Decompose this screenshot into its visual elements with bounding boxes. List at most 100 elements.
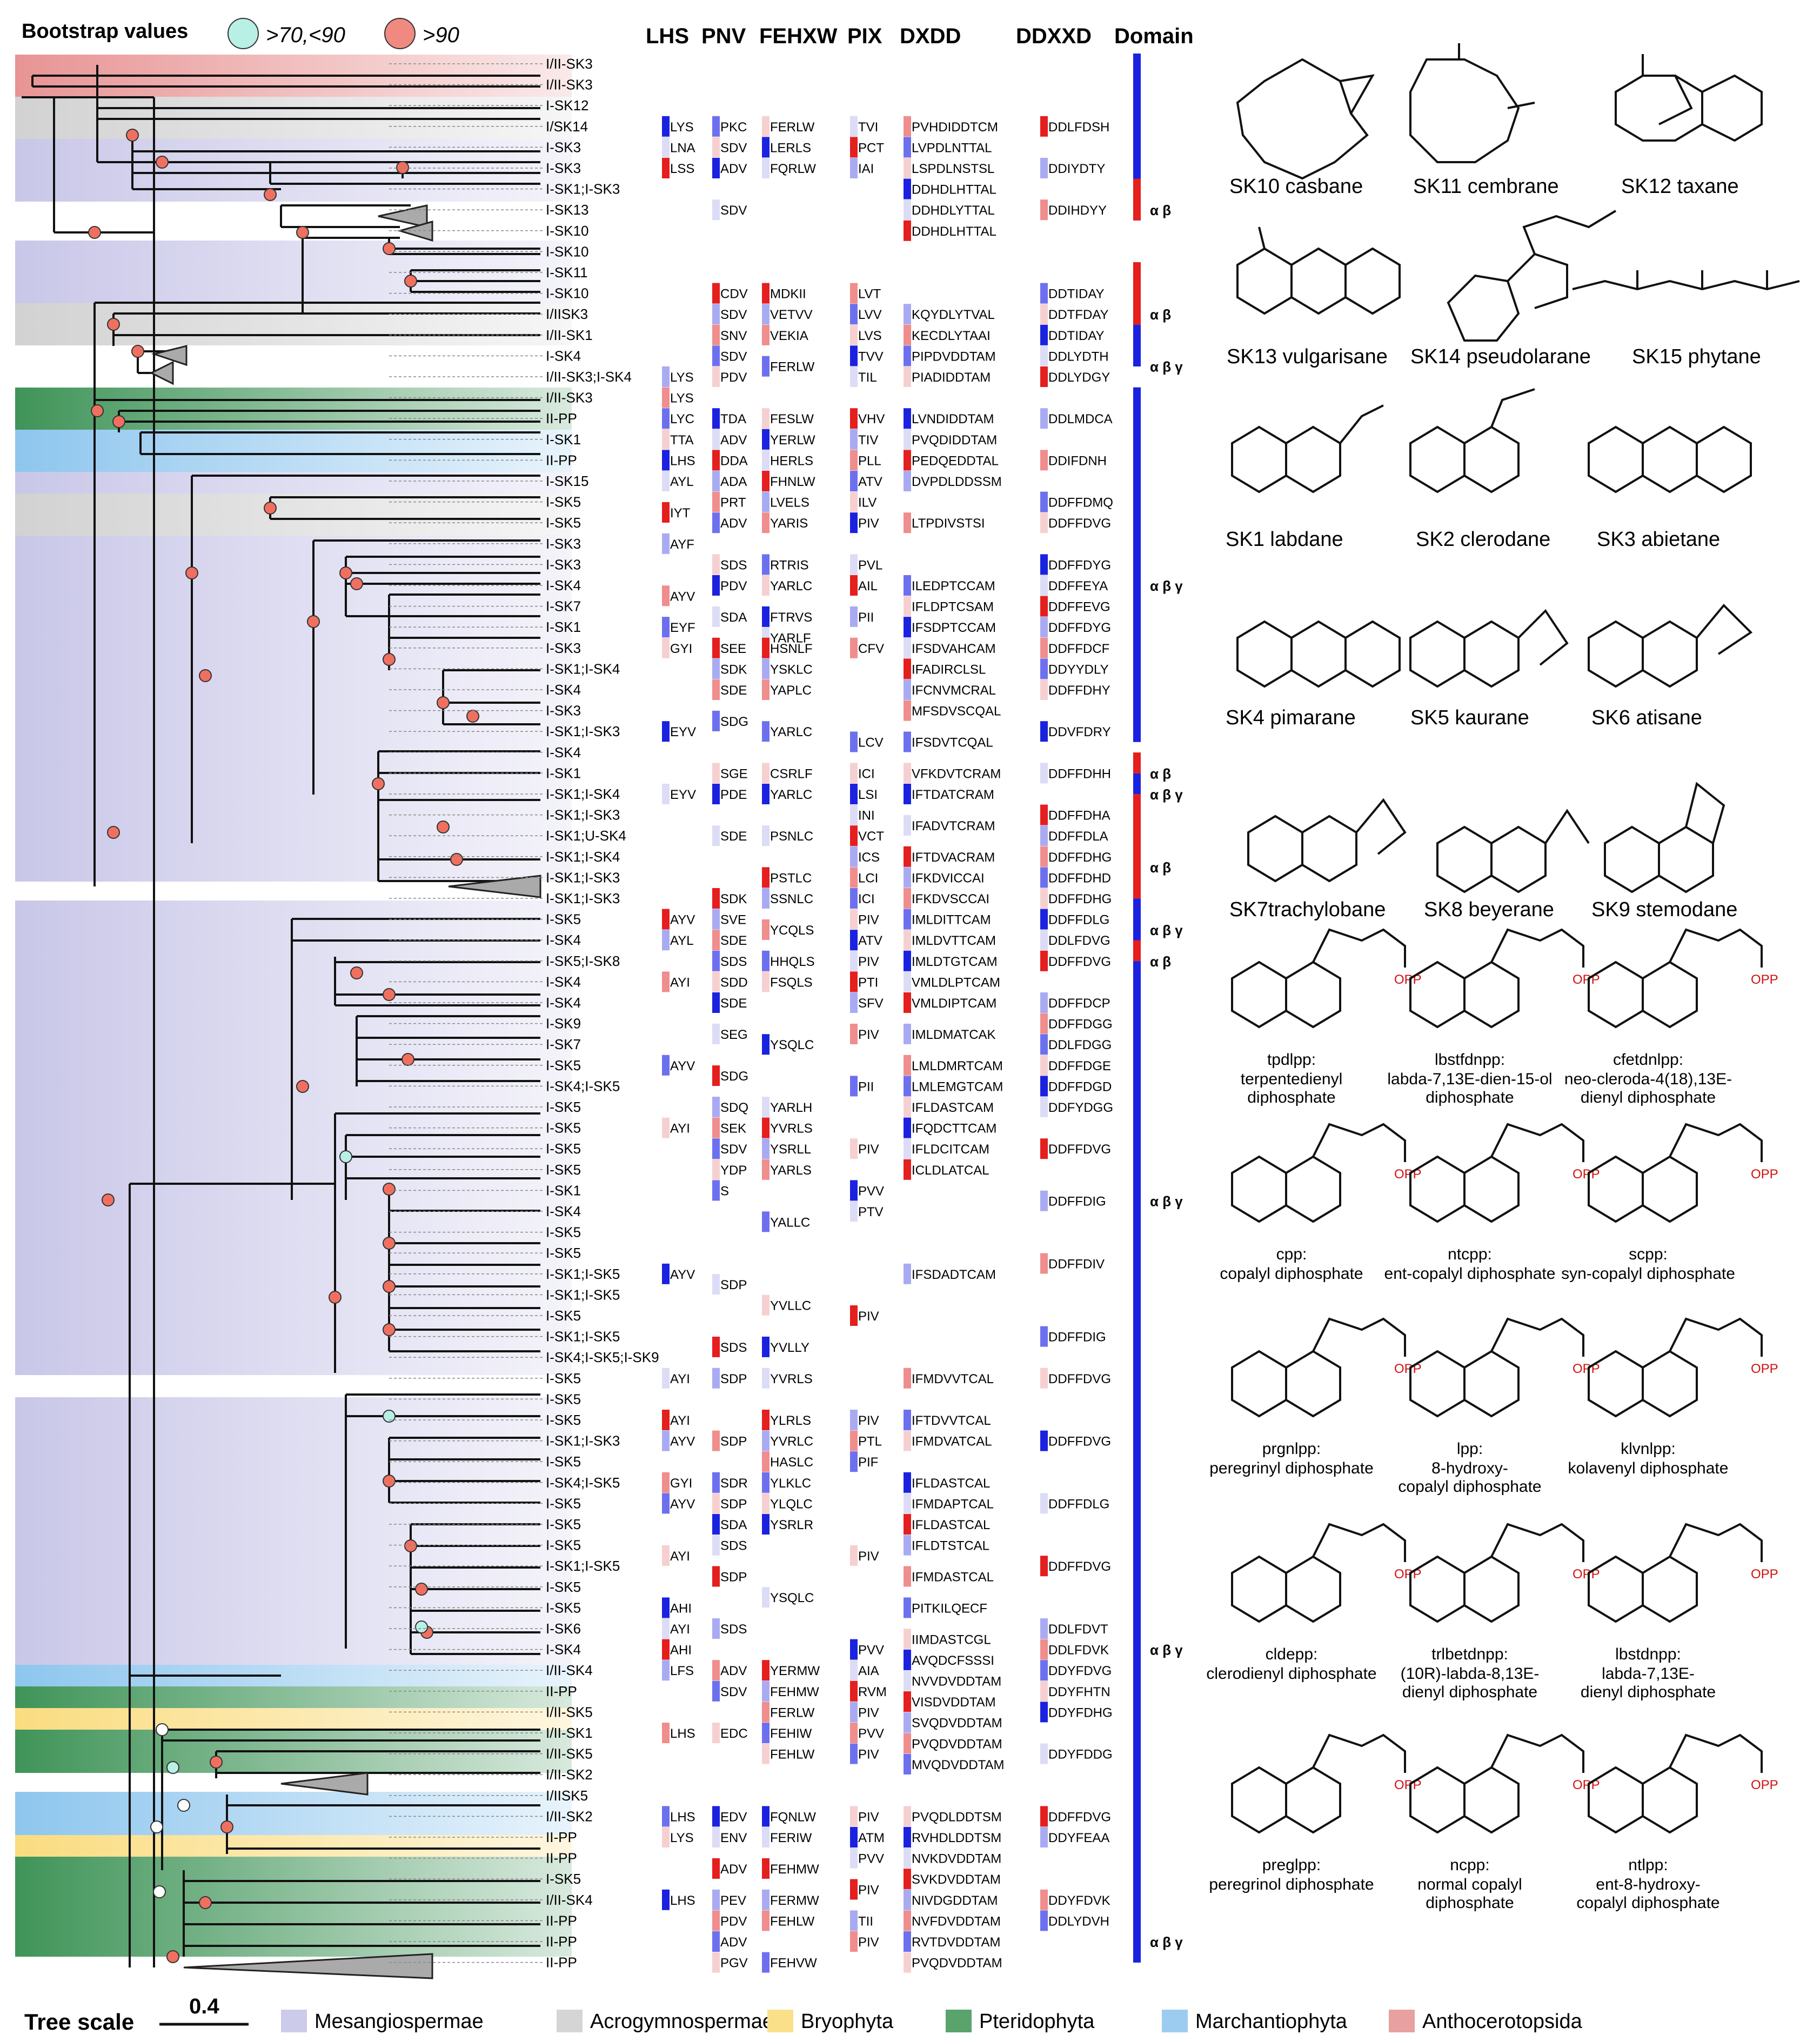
compound-name: peregrinyl diphosphate — [1209, 1459, 1374, 1477]
motif-label-ddxxd: DDLMDCA — [1048, 412, 1113, 426]
legend-label: Bryophyta — [801, 2010, 894, 2033]
motif-label-fehxw: HASLC — [770, 1455, 813, 1470]
leaf-label: I-SK5 — [546, 1871, 581, 1887]
motif-bar-pnv — [712, 1180, 720, 1201]
motif-bar-pix — [850, 763, 858, 784]
band-mesangiospermae — [15, 1397, 572, 1665]
motif-bar-ddxxd — [1040, 512, 1048, 533]
motif-label-dxdd: IFSDADTCAM — [912, 1268, 996, 1282]
bootstrap-node-high — [396, 161, 409, 174]
motif-bar-ddxxd — [1040, 1493, 1048, 1514]
motif-bar-pix — [850, 1305, 858, 1326]
motif-color-bars — [662, 116, 1048, 1973]
caption-sk14: SK14 pseudolarane — [1410, 345, 1591, 368]
motif-bar-dxdd — [904, 1806, 911, 1827]
motif-bar-ddxxd — [1040, 1013, 1048, 1034]
motif-bar-ddxxd — [1040, 1889, 1048, 1910]
motif-label-fehxw: YARIS — [770, 516, 808, 531]
motif-label-pix: TIV — [858, 433, 878, 448]
motif-label-pix: ATV — [858, 475, 882, 489]
opp-label: OPP — [1751, 1567, 1778, 1582]
compound-skeleton — [1409, 1523, 1584, 1623]
motif-label-ddxxd: DDLFDVT — [1048, 1622, 1108, 1637]
domain-label: α β — [1150, 953, 1171, 970]
motif-label-dxdd: ILEDPTCCAM — [912, 579, 995, 593]
motif-bar-lhs — [662, 533, 670, 554]
motif-bar-fehxw — [762, 512, 770, 533]
motif-label-fehxw: YCQLS — [770, 923, 814, 938]
compound-name: dienyl diphosphate — [1402, 1683, 1537, 1701]
compound-name: syn-copalyl diphosphate — [1561, 1265, 1735, 1283]
motif-label-lhs: GYI — [670, 1476, 692, 1491]
motif-label-fehxw: YVLLY — [770, 1340, 809, 1355]
motif-bar-pnv — [712, 1827, 720, 1847]
motif-label-ddxxd: DDFFDGD — [1048, 1079, 1112, 1094]
compound-name: kolavenyl diphosphate — [1568, 1459, 1729, 1477]
leaf-label: I-SK1;I-SK3 — [546, 890, 620, 906]
domain-label: α β — [1150, 859, 1171, 876]
motif-label-ddxxd: DDFFDCP — [1048, 996, 1110, 1011]
motif-label-ddxxd: DDLYDVH — [1048, 1914, 1109, 1929]
motif-labels: LYSLNALSSLYSLYSLYCTTALHSAYLIYTAYFAYVEYFG… — [670, 120, 1113, 1971]
domain-labels: α β γα βα βα β γα βα β γα βα β γα βα β γ… — [1133, 54, 1183, 1963]
motif-bar-dxdd — [904, 617, 911, 638]
motif-label-pnv: ENV — [720, 1831, 747, 1845]
caption-sk15: SK15 phytane — [1632, 345, 1761, 368]
motif-bar-ddxxd — [1040, 1556, 1048, 1577]
motif-label-lhs: LYS — [670, 1831, 694, 1845]
motif-label-pnv: SDS — [720, 1539, 747, 1553]
motif-label-pix: PIV — [858, 516, 879, 531]
motif-label-pix: PTV — [858, 1205, 884, 1219]
collapsed-clade-triangle — [151, 345, 188, 366]
motif-bar-dxdd — [904, 324, 911, 345]
col-header-lhs: LHS — [646, 24, 689, 48]
motif-bar-pnv — [712, 679, 720, 700]
motif-bar-pnv — [712, 1023, 720, 1044]
motif-bar-pix — [850, 731, 858, 752]
motif-label-ddxxd: DDFFDLG — [1048, 913, 1109, 928]
leaf-label: I/IISK5 — [546, 1787, 588, 1804]
domain-label: α β γ — [1150, 359, 1183, 375]
motif-label-ddxxd: DDLYDGY — [1048, 370, 1110, 385]
cembrane-structure — [1409, 43, 1535, 163]
motif-label-pnv: SDE — [720, 996, 747, 1011]
motif-bar-ddxxd — [1040, 554, 1048, 575]
compound-abbr: cldepp: — [1266, 1645, 1318, 1663]
motif-label-fehxw: FQNLW — [770, 1810, 816, 1824]
motif-label-pix: AIL — [858, 579, 878, 593]
motif-bar-fehxw — [762, 971, 770, 992]
motif-bar-dxdd — [904, 1514, 911, 1535]
motif-label-fehxw: YARLS — [770, 1163, 812, 1178]
compound-name: ent-8-hydroxy- — [1596, 1876, 1700, 1893]
motif-label-pnv: S — [720, 1184, 729, 1198]
bootstrap-node-high — [339, 566, 352, 579]
motif-bar-dxdd — [904, 700, 911, 721]
domain-label: α β γ — [1150, 1934, 1183, 1950]
bootstrap-node-high — [466, 710, 479, 723]
bootstrap-node-high — [107, 318, 120, 331]
motif-bar-dxdd — [904, 1827, 911, 1847]
compound-skeleton — [1231, 1317, 1406, 1418]
bootstrap-node-high — [102, 1193, 115, 1206]
motif-label-dxdd: IFKDVSCCAI — [912, 892, 989, 906]
motif-bar-pix — [850, 1410, 858, 1430]
motif-bar-pix — [850, 512, 858, 533]
motif-label-dxdd: VMLDIPTCAM — [912, 996, 996, 1011]
leaf-label: I-SK13 — [546, 202, 589, 218]
compound-skeleton — [1409, 928, 1584, 1029]
motif-bar-pnv — [712, 825, 720, 846]
motif-bar-fehxw — [762, 867, 770, 888]
compound-skeleton — [1588, 1523, 1763, 1623]
motif-bar-dxdd — [904, 1670, 911, 1691]
motif-label-fehxw: SSNLC — [770, 892, 813, 906]
motif-bar-dxdd — [904, 158, 911, 178]
motif-label-dxdd: IFTDVACRAM — [912, 850, 995, 865]
motif-label-lhs: AYI — [670, 1122, 690, 1136]
motif-label-pix: PLL — [858, 453, 881, 468]
domain-label: α β γ — [1150, 578, 1183, 594]
motif-bar-fehxw — [762, 1368, 770, 1389]
motif-label-pix: ICS — [858, 850, 880, 865]
bootstrap-node-mid — [177, 1799, 190, 1812]
motif-bar-dxdd — [904, 1023, 911, 1044]
motif-label-dxdd: DDHDLYTTAL — [912, 203, 995, 218]
